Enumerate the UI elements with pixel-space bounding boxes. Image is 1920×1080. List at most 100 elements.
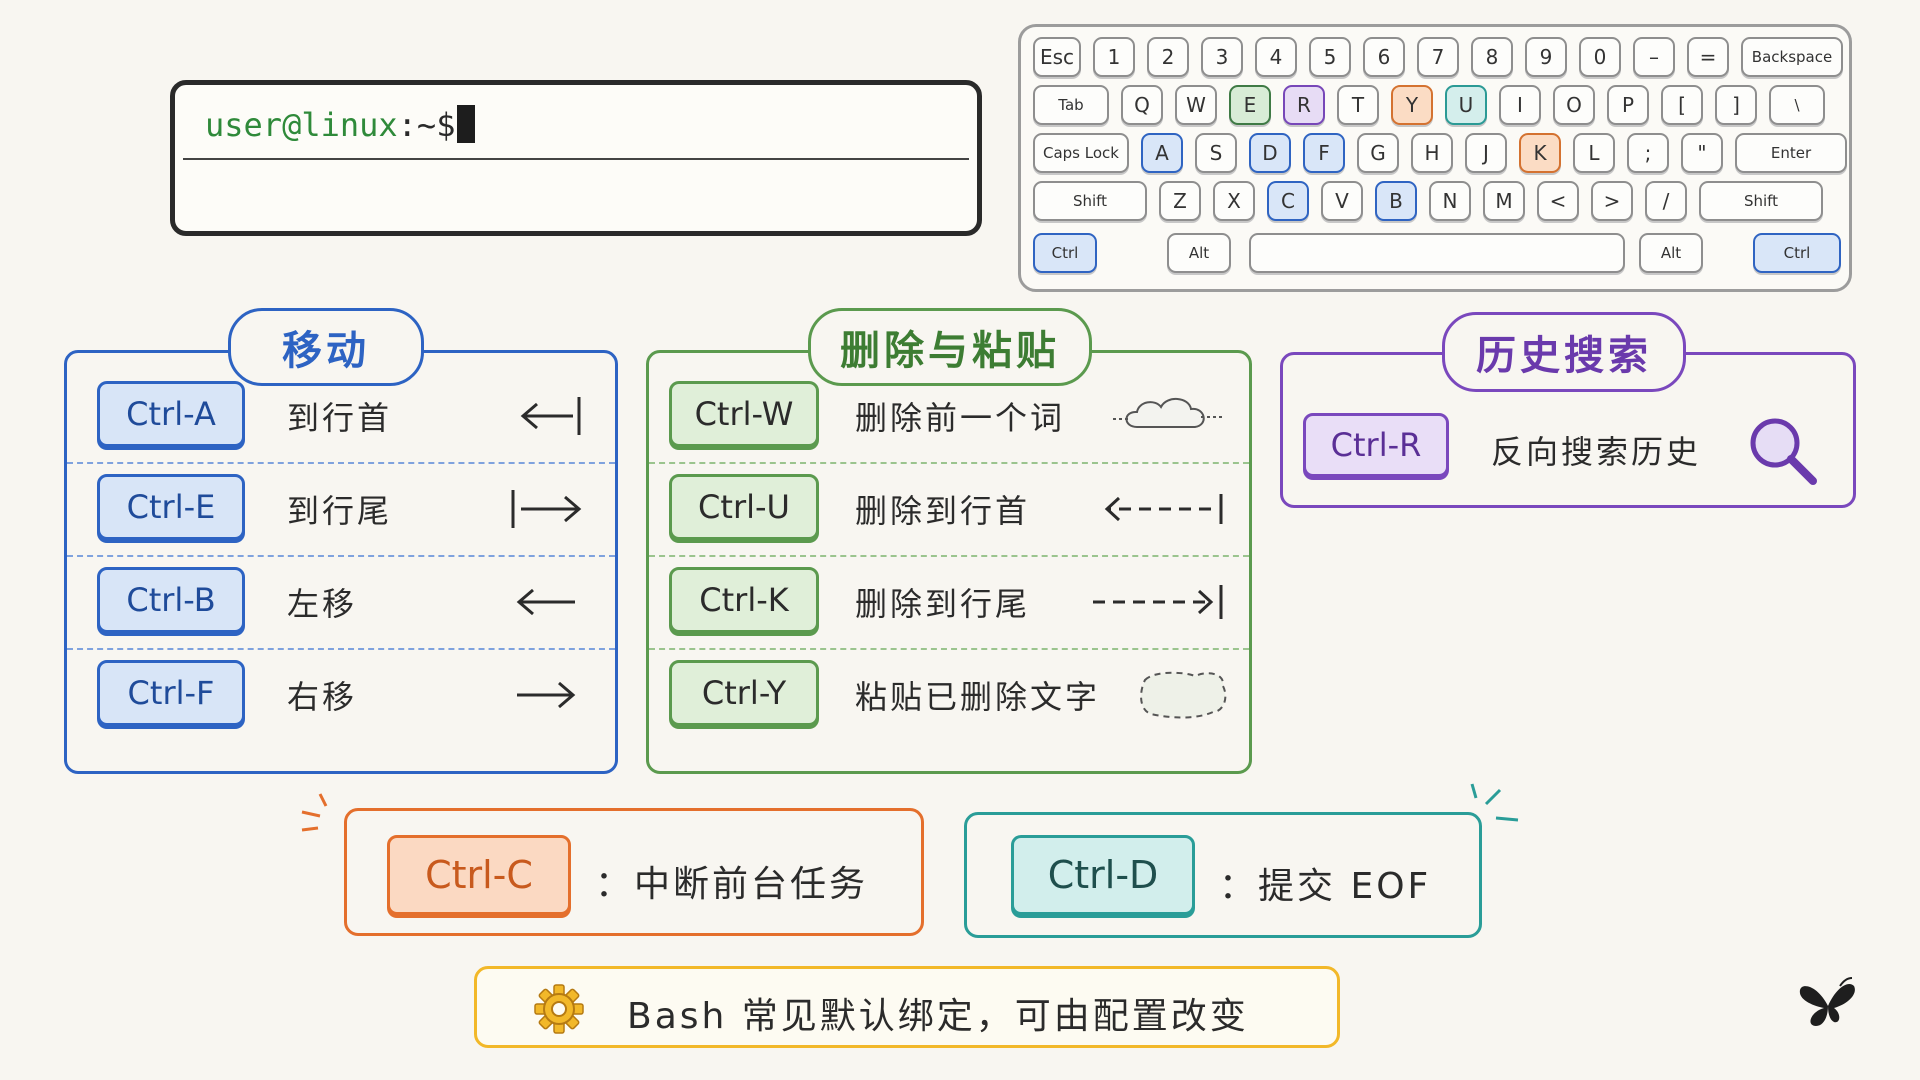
key-t[interactable]: T [1337, 85, 1379, 125]
key-alt[interactable]: Alt [1167, 233, 1231, 273]
ctrl-k-key[interactable]: Ctrl-K [669, 567, 819, 633]
footer-note-box: Bash 常见默认绑定，可由配置改变 [474, 966, 1340, 1048]
key-alt[interactable]: Alt [1639, 233, 1703, 273]
history-title: 历史搜索 [1442, 312, 1686, 392]
key-e[interactable]: E [1229, 85, 1271, 125]
row-separator [649, 648, 1249, 650]
editing-row: Ctrl-W 删除前一个词 [649, 371, 1249, 464]
key-p[interactable]: P [1607, 85, 1649, 125]
key-ctrl[interactable]: Ctrl [1033, 233, 1097, 273]
ctrl-r-key[interactable]: Ctrl-R [1303, 413, 1449, 477]
ctrl-e-key[interactable]: Ctrl-E [97, 474, 245, 540]
key-d[interactable]: D [1249, 133, 1291, 173]
history-desc: 反向搜索历史 [1491, 433, 1702, 471]
movement-title: 移动 [228, 308, 424, 386]
movement-desc: 右移 [287, 678, 358, 716]
key--[interactable]: ; [1627, 133, 1669, 173]
ctrl-a-key[interactable]: Ctrl-A [97, 381, 245, 447]
terminal-divider [183, 158, 969, 160]
ctrl-f-key[interactable]: Ctrl-F [97, 660, 245, 726]
key-u[interactable]: U [1445, 85, 1487, 125]
key--[interactable]: ] [1715, 85, 1757, 125]
key-9[interactable]: 9 [1525, 37, 1567, 77]
key-j[interactable]: J [1465, 133, 1507, 173]
key--[interactable]: – [1633, 37, 1675, 77]
key-backspace[interactable]: Backspace [1741, 37, 1843, 77]
editing-desc: 粘贴已删除文字 [855, 678, 1101, 716]
key-z[interactable]: Z [1159, 181, 1201, 221]
ctrl-y-key[interactable]: Ctrl-Y [669, 660, 819, 726]
key-2[interactable]: 2 [1147, 37, 1189, 77]
key-0[interactable]: 0 [1579, 37, 1621, 77]
key-b[interactable]: B [1375, 181, 1417, 221]
ctrl-c-key[interactable]: Ctrl-C [387, 835, 571, 915]
key-shift[interactable]: Shift [1033, 181, 1147, 221]
key-n[interactable]: N [1429, 181, 1471, 221]
movement-desc: 左移 [287, 585, 358, 623]
key-1[interactable]: 1 [1093, 37, 1135, 77]
key-h[interactable]: H [1411, 133, 1453, 173]
arrow-to-end-icon [511, 490, 582, 528]
terminal-cursor [457, 105, 476, 143]
key-m[interactable]: M [1483, 181, 1525, 221]
key-esc[interactable]: Esc [1033, 37, 1081, 77]
ctrl-b-key[interactable]: Ctrl-B [97, 567, 245, 633]
terminal-prompt: user@linux:~$ [205, 105, 476, 144]
key-o[interactable]: O [1553, 85, 1595, 125]
key-shift[interactable]: Shift [1699, 181, 1823, 221]
terminal-window[interactable]: user@linux:~$ [170, 80, 982, 236]
editing-title: 删除与粘贴 [808, 308, 1092, 386]
key--[interactable]: < [1537, 181, 1579, 221]
key--[interactable]: \ [1769, 85, 1825, 125]
row-separator [649, 555, 1249, 557]
arrow-to-start-icon [520, 397, 581, 435]
key-a[interactable]: A [1141, 133, 1183, 173]
key--[interactable]: [ [1661, 85, 1703, 125]
key-7[interactable]: 7 [1417, 37, 1459, 77]
key-x[interactable]: X [1213, 181, 1255, 221]
key-q[interactable]: Q [1121, 85, 1163, 125]
dashed-arrow-to-start-icon [1104, 494, 1223, 524]
key-ctrl[interactable]: Ctrl [1753, 233, 1841, 273]
key-l[interactable]: L [1573, 133, 1615, 173]
key-6[interactable]: 6 [1363, 37, 1405, 77]
ctrl-u-key[interactable]: Ctrl-U [669, 474, 819, 540]
prompt-user-host: user@linux [205, 106, 398, 144]
key-8[interactable]: 8 [1471, 37, 1513, 77]
key-k[interactable]: K [1519, 133, 1561, 173]
movement-row: Ctrl-B 左移 [67, 557, 615, 650]
key-5[interactable]: 5 [1309, 37, 1351, 77]
key-f[interactable]: F [1303, 133, 1345, 173]
ctrl-d-key[interactable]: Ctrl-D [1011, 835, 1195, 915]
key-space[interactable] [1249, 233, 1625, 273]
key-enter[interactable]: Enter [1735, 133, 1847, 173]
editing-desc: 删除到行首 [855, 492, 1031, 530]
key--[interactable]: > [1591, 181, 1633, 221]
key-tab[interactable]: Tab [1033, 85, 1109, 125]
footer-note-text: Bash 常见默认绑定，可由配置改变 [627, 996, 1249, 1037]
key-i[interactable]: I [1499, 85, 1541, 125]
key-w[interactable]: W [1175, 85, 1217, 125]
key-3[interactable]: 3 [1201, 37, 1243, 77]
row-separator [67, 555, 615, 557]
eof-box: Ctrl-D ：提交 EOF [964, 812, 1482, 938]
key--[interactable]: = [1687, 37, 1729, 77]
key-caps-lock[interactable]: Caps Lock [1033, 133, 1129, 173]
editing-row: Ctrl-Y 粘贴已删除文字 [649, 650, 1249, 743]
editing-panel: Ctrl-W 删除前一个词 Ctrl-U 删除到行首 Ctrl-K 删除到行尾 … [646, 350, 1252, 774]
key-r[interactable]: R [1283, 85, 1325, 125]
key-c[interactable]: C [1267, 181, 1309, 221]
key-g[interactable]: G [1357, 133, 1399, 173]
key-4[interactable]: 4 [1255, 37, 1297, 77]
key-y[interactable]: Y [1391, 85, 1433, 125]
butterfly-icon [1799, 977, 1855, 1026]
cloud-icon [1113, 398, 1223, 428]
editing-desc: 删除前一个词 [855, 399, 1066, 437]
ctrl-w-key[interactable]: Ctrl-W [669, 381, 819, 447]
key--[interactable]: / [1645, 181, 1687, 221]
key--[interactable]: " [1681, 133, 1723, 173]
key-s[interactable]: S [1195, 133, 1237, 173]
gear-icon [534, 984, 584, 1034]
key-v[interactable]: V [1321, 181, 1363, 221]
